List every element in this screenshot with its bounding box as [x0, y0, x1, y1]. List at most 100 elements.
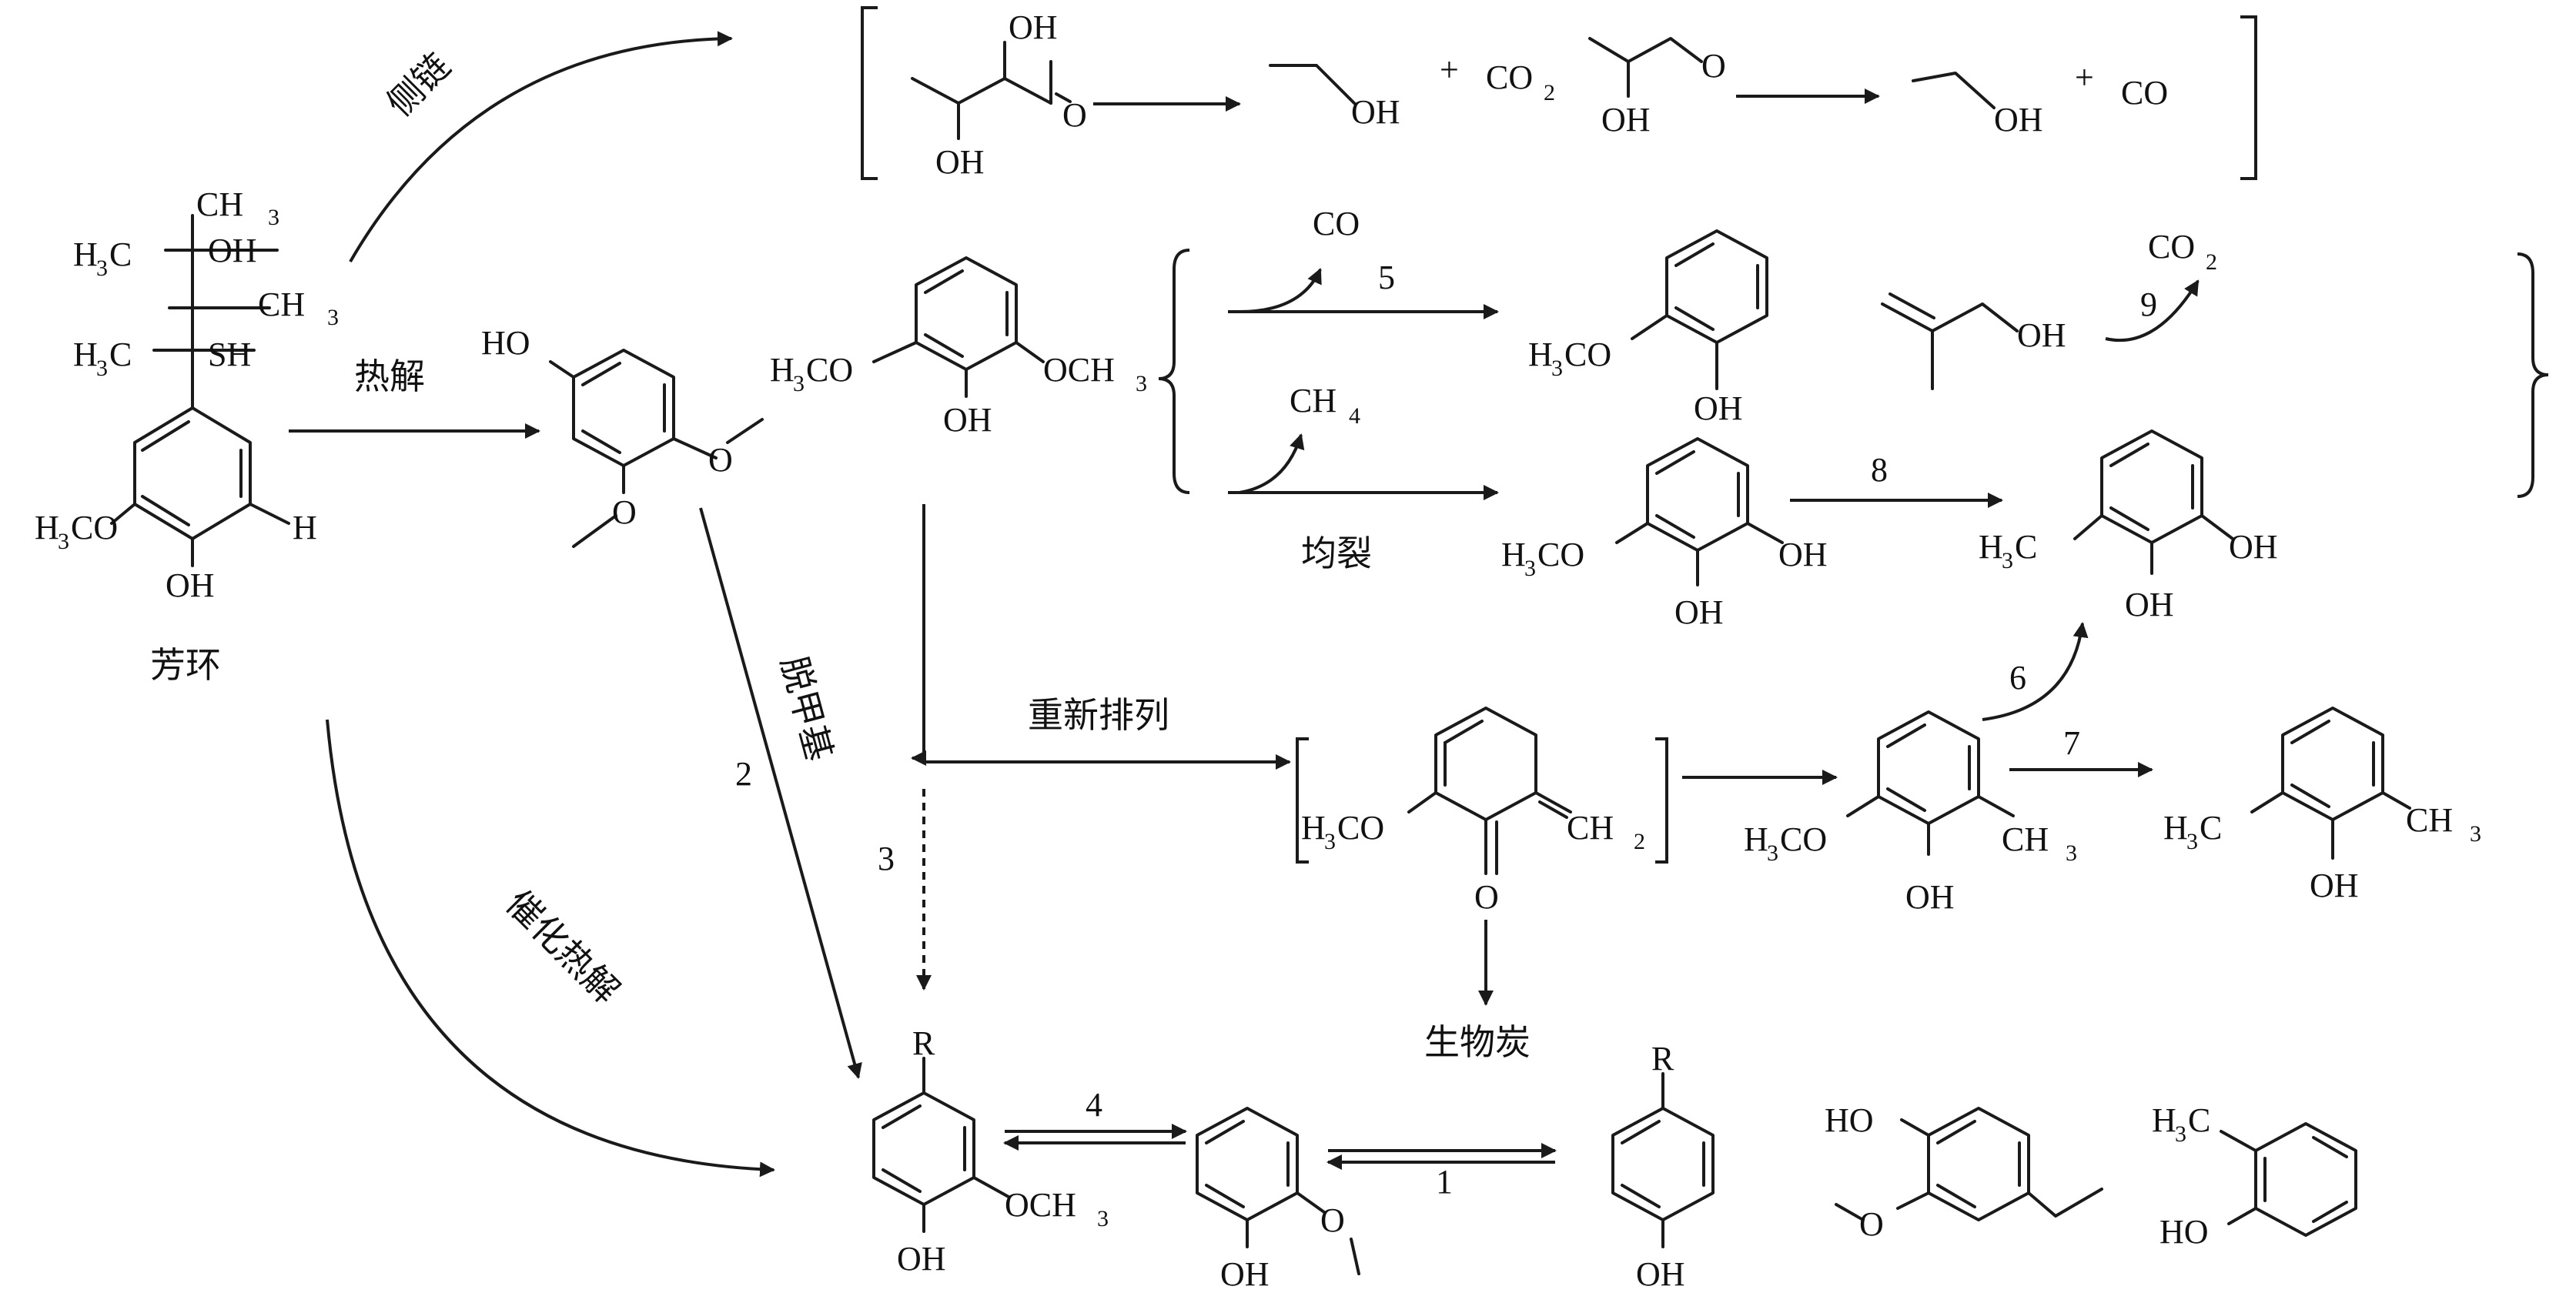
ho-label: HO	[2159, 1213, 2209, 1251]
subscript-3: 3	[2470, 821, 2481, 847]
r-label: R	[1651, 1040, 1674, 1077]
ethylguaiacol-molecule: HO O	[1825, 1101, 2103, 1243]
o-label: O	[1701, 47, 1726, 85]
ch4-label: CH	[1290, 382, 1337, 419]
ch3-label: CH	[196, 185, 243, 223]
curly-brace	[1158, 249, 1190, 494]
guaiacol-molecule: O OH	[1196, 1107, 1360, 1293]
ho-label: HO	[1825, 1101, 1874, 1139]
h3co-label: H	[35, 509, 59, 546]
och3-label: OCH	[1043, 351, 1115, 389]
syringol-molecule: H 3 CO OCH 3 OH	[770, 256, 1147, 439]
subscript-3: 3	[1324, 829, 1336, 854]
guaiacol-molecule: H 3 CO OH	[1528, 229, 1768, 427]
oh-label: OH	[2229, 528, 2278, 566]
och3-label: OCH	[1005, 1186, 1076, 1224]
co-label: CO	[1564, 336, 1611, 373]
subscript-3: 3	[2186, 829, 2198, 854]
left-square-bracket	[861, 6, 878, 180]
methoxycatechol-molecule: H 3 CO OH OH	[1501, 437, 1828, 631]
oh-label: OH	[935, 143, 985, 181]
oh-label: OH	[1220, 1255, 1270, 1293]
subscript-3: 3	[1551, 356, 1563, 381]
step-2-label: 2	[735, 755, 752, 793]
o-label: O	[1320, 1201, 1345, 1239]
methylcatechol-molecule: H 3 C OH OH	[1979, 429, 2278, 623]
c-label: C	[2200, 809, 2222, 847]
lactaldehyde-molecule: O OH	[1588, 37, 1726, 139]
co-release-arrow	[1239, 268, 1322, 313]
h3c-label: H	[1979, 528, 2003, 566]
dimethoxy-phenol-fragment: HO O O	[481, 324, 764, 548]
ch3-label: CH	[258, 286, 305, 323]
catalytic-pyrolysis-arrow	[326, 719, 775, 1178]
step-8-label: 8	[1871, 451, 1888, 489]
dimethylphenol-molecule: H 3 C CH 3 OH	[2163, 707, 2481, 904]
h3co-label: H	[1528, 336, 1553, 373]
ch2-label: CH	[1567, 809, 1614, 847]
step-7-label: 7	[2063, 724, 2080, 762]
step-4-label: 4	[1086, 1086, 1102, 1124]
co-label: CO	[1780, 820, 1827, 858]
catalytic-pyrolysis-label: 催化热解	[498, 882, 627, 1011]
subscript-3: 3	[58, 529, 69, 554]
co2-label: CO	[2148, 228, 2195, 266]
subscript-3: 3	[96, 356, 108, 381]
reaction-9-arrow	[2105, 279, 2200, 342]
step-1-label: 1	[1436, 1163, 1453, 1201]
oh-label: OH	[1674, 593, 1724, 631]
subscript-2: 2	[1634, 829, 1645, 854]
h3co-label: H	[770, 351, 795, 389]
rearrangement-label: 重新排列	[1028, 694, 1169, 736]
co-label: CO	[2121, 74, 2168, 112]
oh-label: OH	[897, 1240, 946, 1278]
oh-label: OH	[1601, 101, 1651, 139]
sh-label: SH	[208, 336, 251, 373]
substituted-guaiacol-molecule: R OCH 3 OH	[872, 1024, 1109, 1278]
h3c-label: H	[73, 336, 98, 373]
subscript-3: 3	[1524, 556, 1536, 581]
subscript-3: 3	[1136, 371, 1147, 396]
o-label: O	[1859, 1205, 1884, 1243]
o-label: O	[708, 441, 733, 479]
subscript-3: 3	[2175, 1121, 2186, 1147]
oh-label: OH	[943, 401, 992, 439]
plus-sign: +	[1440, 51, 1459, 89]
c-label: C	[109, 236, 132, 273]
homolysis-label: 均裂	[1301, 533, 1372, 574]
c-label: C	[2188, 1101, 2210, 1139]
oh-label: OH	[1351, 93, 1400, 131]
ethanol-molecule: OH	[1912, 72, 2043, 139]
oh-label: OH	[1994, 101, 2043, 139]
subscript-3: 3	[2002, 548, 2013, 573]
co-label: CO	[1337, 809, 1384, 847]
oh-label: OH	[1009, 8, 1058, 46]
side-chain-reaction-block: OH O OH OH + CO 2 O OH OH + CO	[861, 6, 2257, 181]
o-label: O	[612, 493, 637, 531]
biochar-label: 生物炭	[1424, 1021, 1531, 1063]
subscript-3: 3	[268, 205, 279, 230]
subscript-2: 2	[1544, 80, 1555, 105]
oh-label: OH	[1778, 536, 1828, 573]
h-label: H	[293, 509, 317, 546]
subscript-4: 4	[1349, 403, 1360, 429]
oh-label: OH	[1905, 878, 1955, 916]
subscript-3: 3	[96, 256, 108, 281]
subscript-3: 3	[1767, 840, 1778, 866]
step-6-label: 6	[2009, 659, 2026, 697]
subscript-2: 2	[2206, 249, 2217, 275]
h3c-label: H	[73, 236, 98, 273]
h3co-label: H	[1744, 820, 1768, 858]
ch3-label: CH	[2002, 820, 2049, 858]
oh-label: OH	[1636, 1255, 1685, 1293]
methylguaiacol-molecule: H 3 CO CH 3 OH	[1744, 710, 2077, 916]
h3co-label: H	[1301, 809, 1326, 847]
co-label: CO	[806, 351, 853, 389]
ch3-label: CH	[2406, 801, 2453, 839]
r-label: R	[912, 1024, 935, 1062]
co-label: CO	[1313, 205, 1360, 242]
h3c-label: H	[2152, 1101, 2176, 1139]
left-square-bracket	[1296, 737, 1309, 864]
step-5-label: 5	[1378, 259, 1395, 296]
